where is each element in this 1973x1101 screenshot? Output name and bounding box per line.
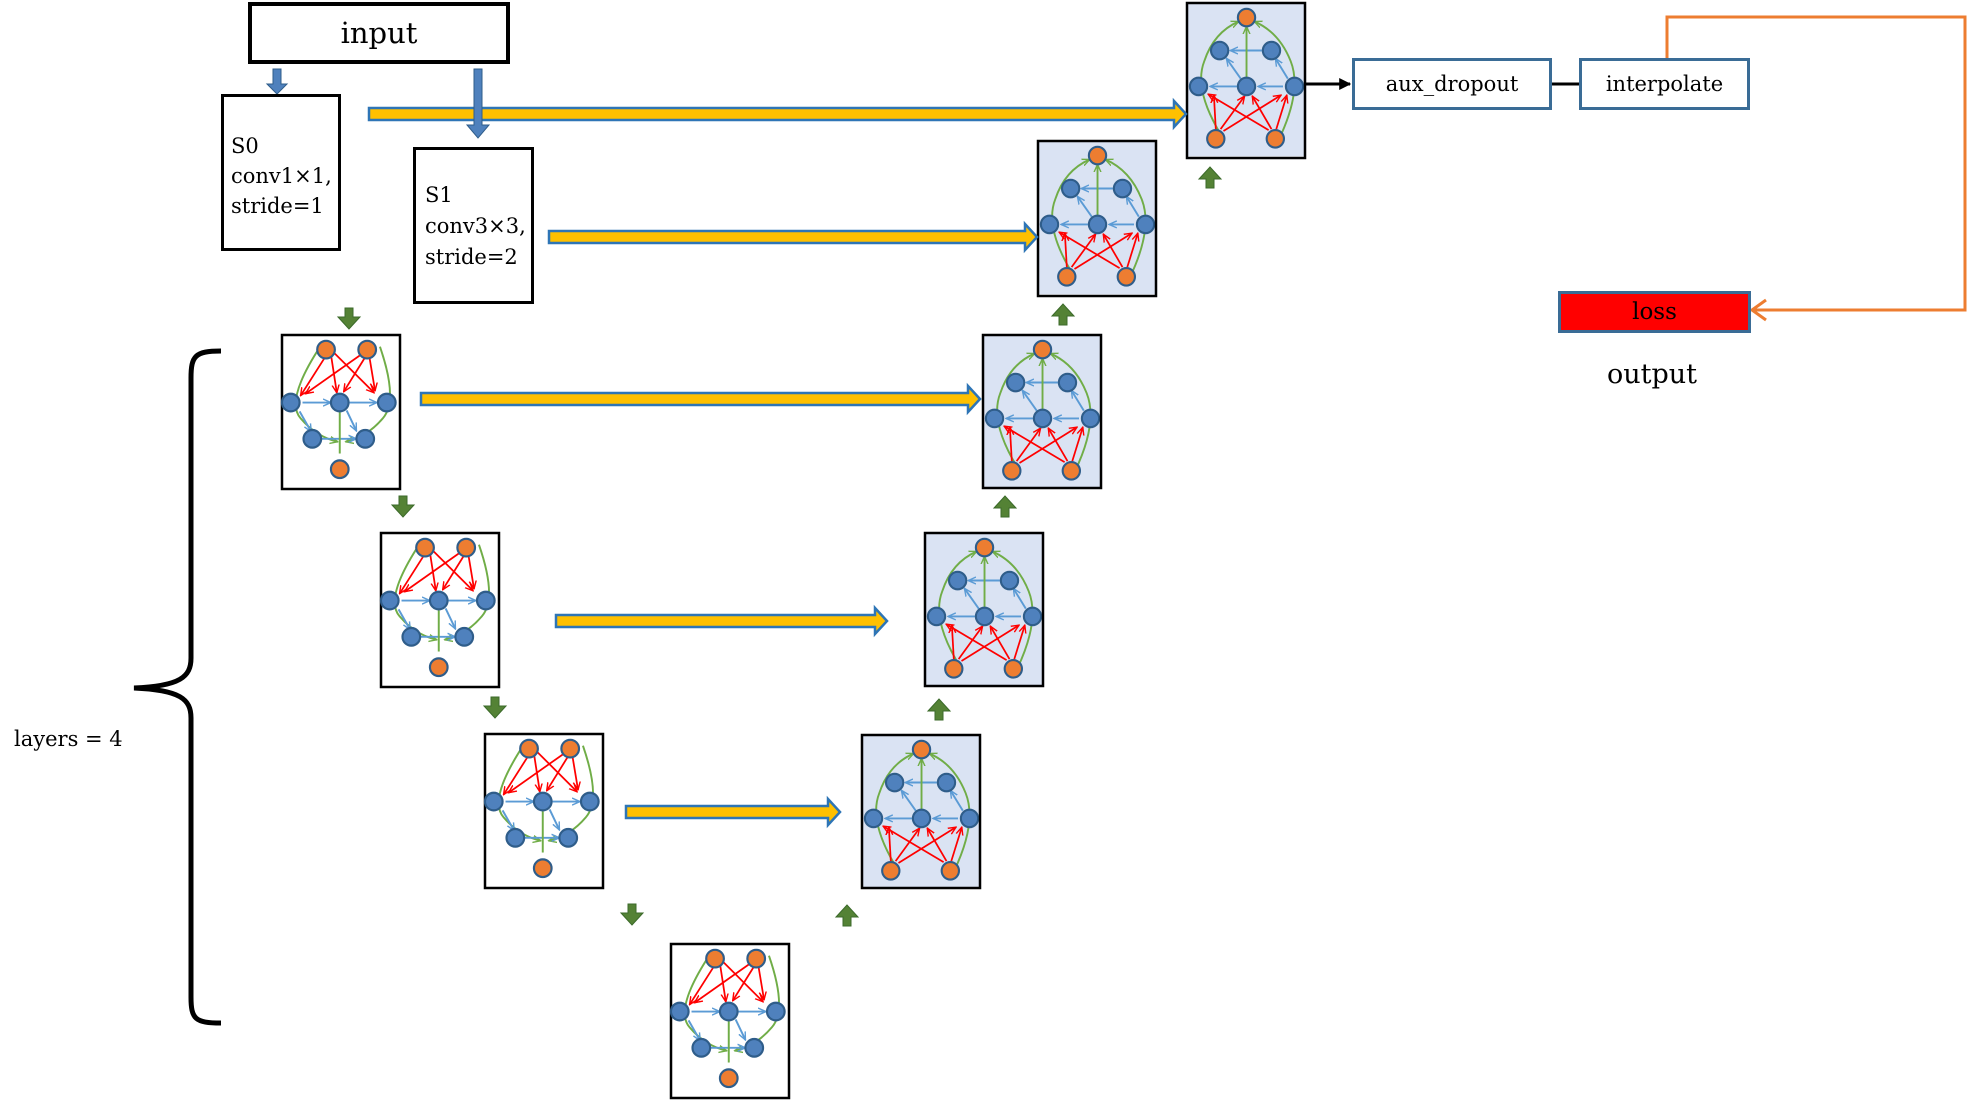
decoder-cell-2: [923, 531, 1044, 686]
bottleneck-cell: [669, 942, 791, 1100]
brace-icon: [133, 348, 222, 1026]
s1-stem-box: S1 conv3×3, stride=2: [413, 147, 534, 304]
encoder-cell-2: [379, 531, 501, 689]
input-to-s1-arrow: [465, 68, 491, 139]
s0-op: conv1×1,: [231, 164, 332, 188]
loss-label: loss: [1632, 299, 1677, 325]
s0-stem-box: S0 conv1×1, stride=1: [221, 94, 341, 251]
skip-arrow-icon: [547, 220, 1039, 254]
s0-title: S0: [231, 134, 259, 158]
decoder-cell-3: [981, 333, 1102, 488]
s1-stride: stride=2: [425, 245, 518, 269]
output-label: output: [1607, 359, 1697, 390]
up-arrow-icon: [993, 495, 1017, 518]
input-to-s0-arrow: [265, 68, 289, 95]
skip-arrow-icon: [554, 604, 889, 638]
interpolate-box: interpolate: [1579, 58, 1750, 110]
down-arrow-icon: [483, 696, 507, 719]
down-arrow-icon: [337, 307, 361, 330]
input-box: input: [248, 2, 510, 64]
aux-dropout-box: aux_dropout: [1352, 58, 1552, 110]
skip-arrow-icon: [624, 795, 842, 829]
up-arrow-icon: [927, 698, 951, 721]
decoder-cell-4: [1036, 139, 1157, 298]
down-arrow-icon: [391, 495, 415, 518]
down-arrow-icon: [620, 903, 644, 926]
input-label: input: [340, 16, 418, 50]
interpolate-label: interpolate: [1605, 72, 1724, 96]
aux-dropout-label: aux_dropout: [1385, 72, 1519, 96]
up-arrow-icon: [1051, 303, 1075, 326]
encoder-cell-1: [280, 333, 402, 491]
decoder-cell-1: [860, 733, 981, 888]
interpolate-to-loss-arrow: [1665, 15, 1967, 322]
loss-box: loss: [1558, 291, 1751, 333]
s1-op: conv3×3,: [425, 214, 526, 238]
encoder-cell-3: [483, 732, 605, 890]
layers-label: layers = 4: [14, 727, 123, 751]
decoder-cell-5: [1185, 1, 1306, 160]
skip-arrow-icon: [367, 97, 1188, 131]
skip-arrow-icon: [419, 382, 982, 416]
s1-title: S1: [425, 183, 453, 207]
s0-stride: stride=1: [231, 194, 324, 218]
up-arrow-icon: [835, 904, 859, 927]
up-arrow-icon: [1198, 166, 1222, 189]
